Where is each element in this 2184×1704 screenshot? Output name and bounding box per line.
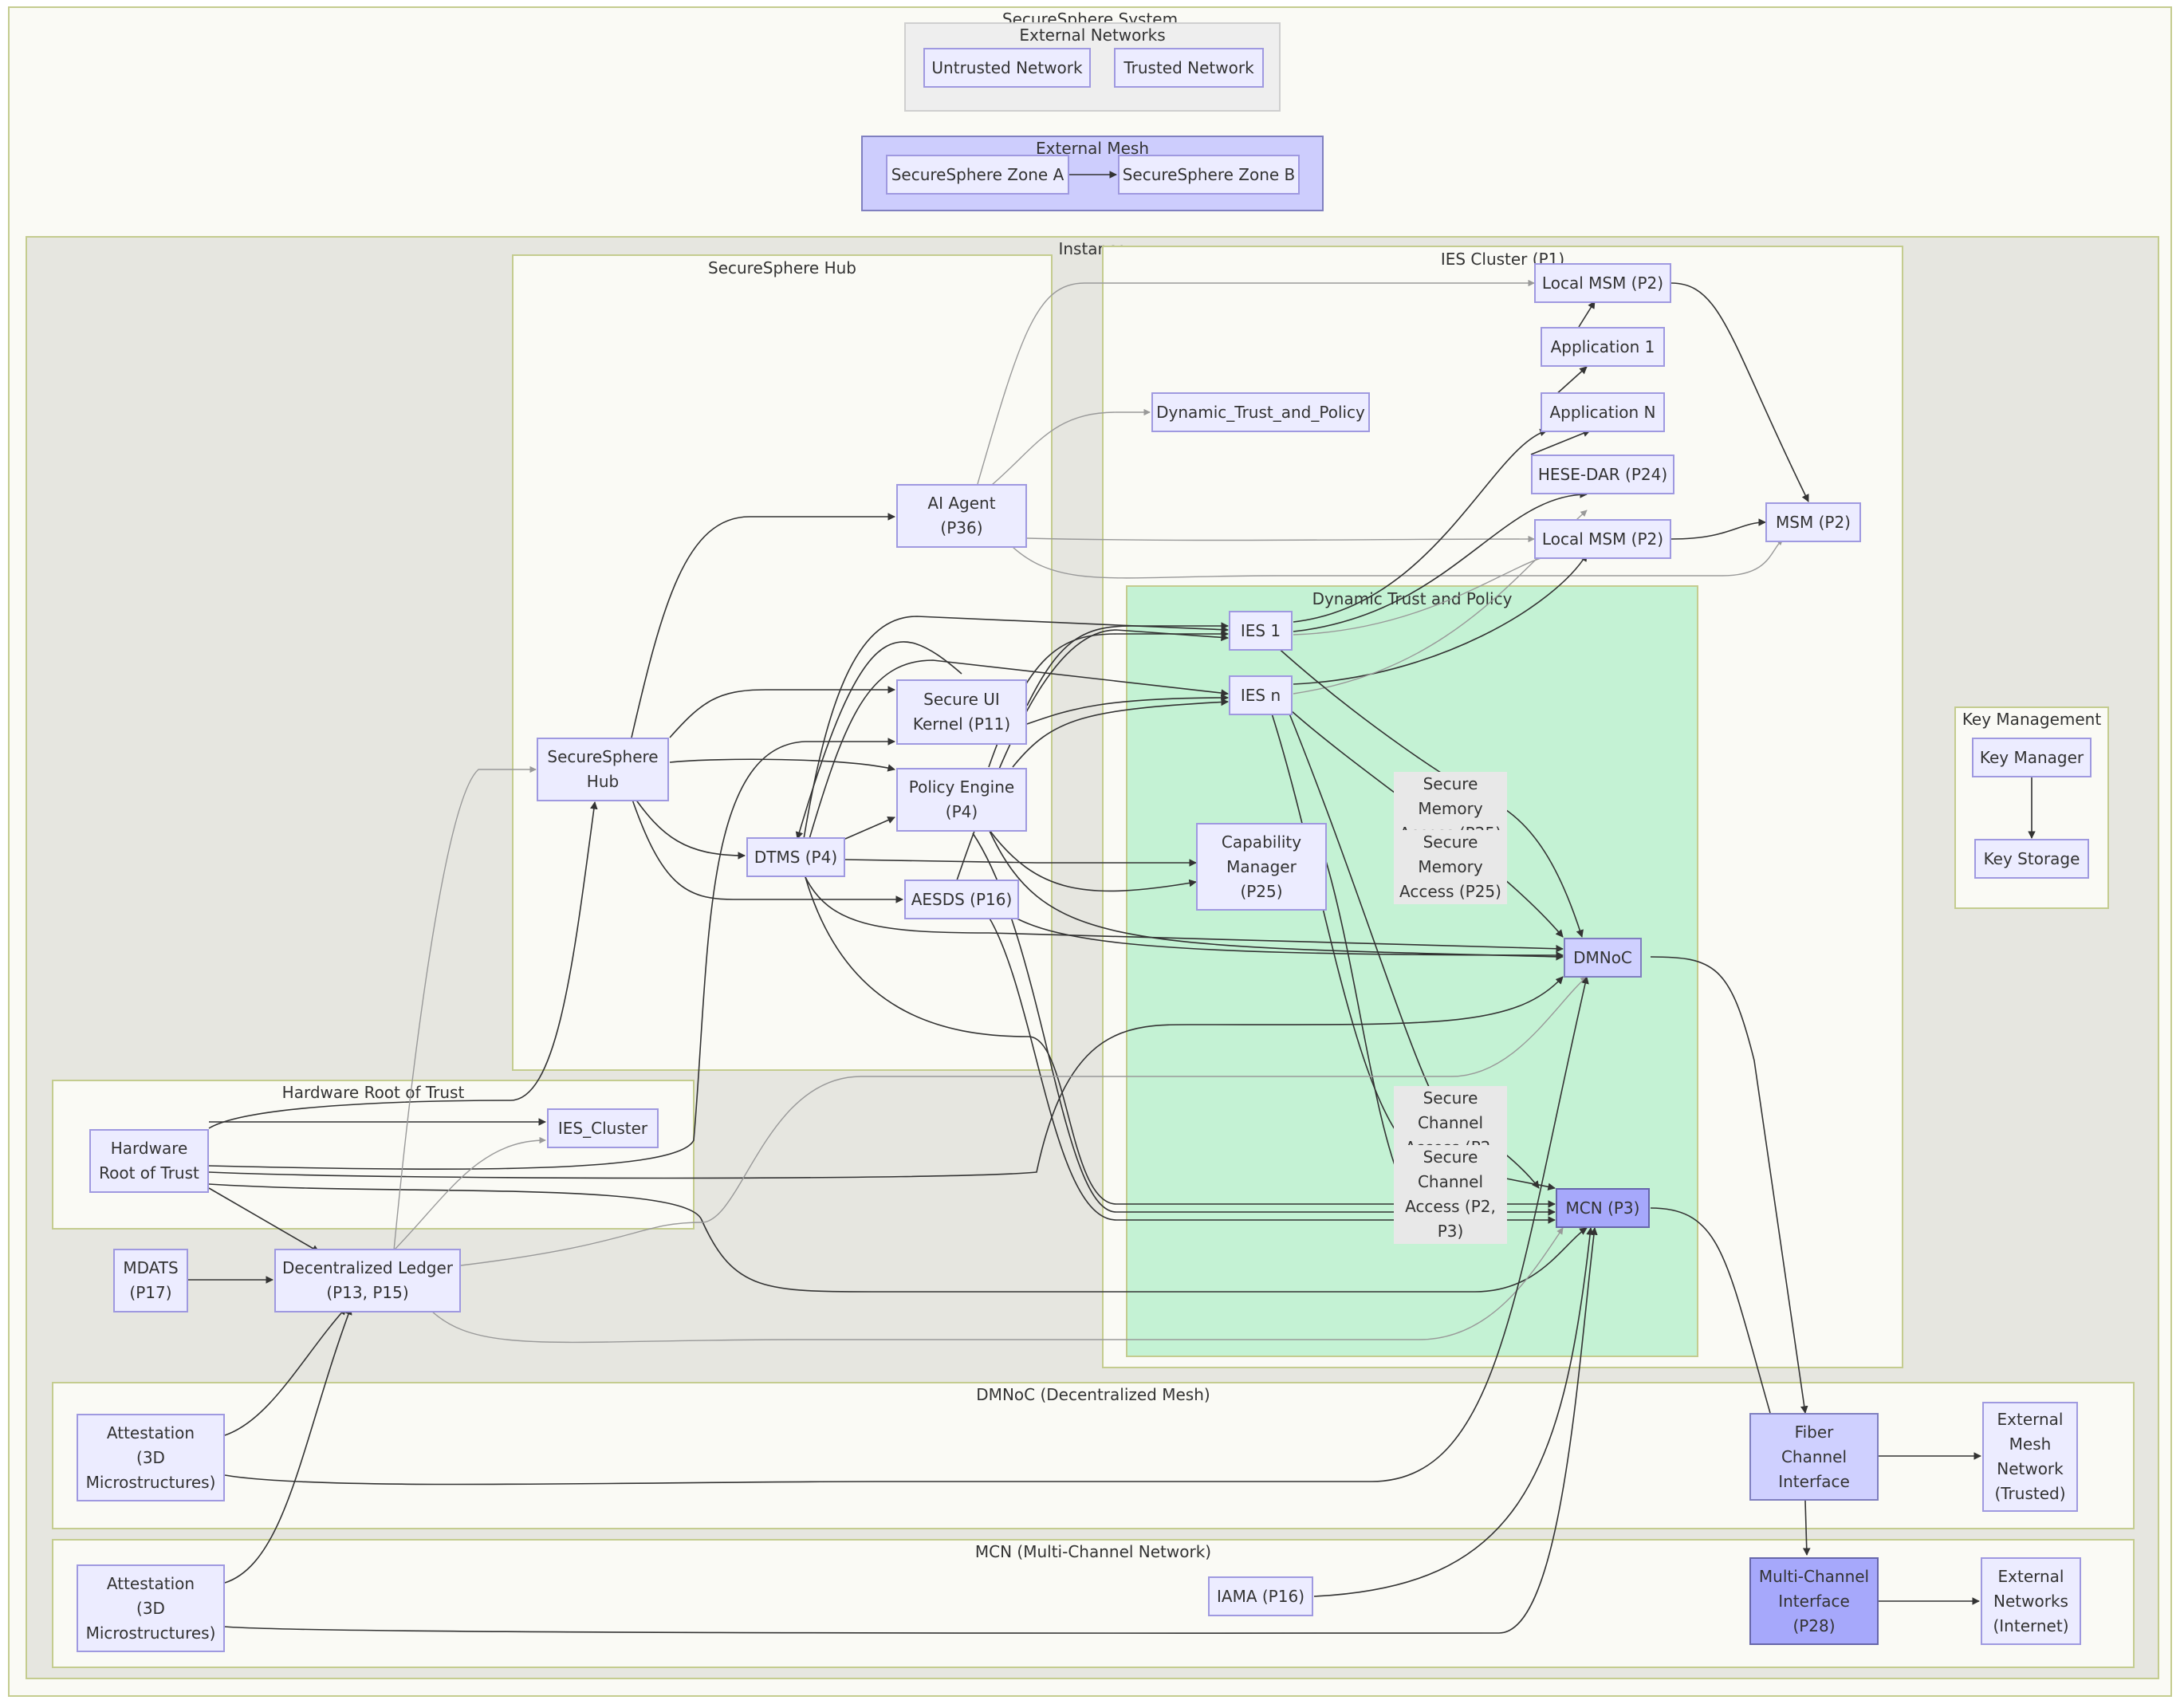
edge-localmsm-top-msm [1670, 282, 1809, 502]
edge-ledger-dmnoc [460, 976, 1588, 1266]
edge-label-secure-channel-2: Secure Channel Access (P2, P3) [1394, 1145, 1507, 1244]
node-hardware-root-of-trust[interactable]: Hardware Root of Trust [89, 1129, 209, 1193]
node-mcn[interactable]: MCN (P3) [1556, 1188, 1650, 1228]
cluster-hub-title: SecureSphere Hub [708, 258, 856, 277]
cluster-key-management-title: Key Management [1962, 710, 2102, 729]
edge-hrot-secureui [208, 738, 895, 1170]
node-application-n[interactable]: Application N [1541, 392, 1665, 432]
edge-hrot-ledger [208, 1187, 320, 1253]
node-securesphere-hub[interactable]: SecureSphere Hub [537, 738, 669, 801]
edge-attest2-mcn [224, 1227, 1598, 1634]
node-decentralized-ledger[interactable]: Decentralized Ledger (P13, P15) [274, 1249, 461, 1312]
cluster-mcn-title: MCN (Multi-Channel Network) [974, 1542, 1212, 1561]
node-dtms[interactable]: DTMS (P4) [746, 837, 845, 877]
node-dmnoc[interactable]: DMNoC [1564, 938, 1642, 978]
node-attestation-mcn[interactable]: Attestation (3D Microstructures) [77, 1564, 225, 1652]
node-untrusted-network[interactable]: Untrusted Network [923, 48, 1091, 88]
edge-label-secure-memory-1: Secure Memory Access (P25) [1394, 772, 1507, 846]
edge-ies1-localmsm [1293, 552, 1556, 636]
edge-policy-capability [988, 828, 1197, 892]
node-ai-agent[interactable]: AI Agent (P36) [896, 484, 1027, 548]
edge-hrot-hub [208, 801, 598, 1129]
edge-mcn-fiber [1650, 1207, 1771, 1414]
edge-app1-localmsm [1578, 301, 1596, 328]
node-attestation-dmnoc[interactable]: Attestation (3D Microstructures) [77, 1414, 225, 1501]
node-application-1[interactable]: Application 1 [1541, 327, 1665, 367]
node-zone-a[interactable]: SecureSphere Zone A [886, 155, 1069, 195]
edge-hub-policy [669, 758, 895, 772]
edge-ledger-mcn [430, 1227, 1564, 1344]
edge-hub-secureui [669, 686, 895, 738]
node-msm[interactable]: MSM (P2) [1765, 502, 1861, 542]
edge-hrot-mcn [208, 1183, 1588, 1293]
edge-attest1-dmnoc [224, 976, 1589, 1486]
edge-hrot-dmnoc [208, 976, 1564, 1179]
node-mdats[interactable]: MDATS (P17) [113, 1249, 188, 1312]
edge-hub-ai [631, 513, 895, 738]
cluster-hardware-root-of-trust-title: Hardware Root of Trust [281, 1083, 465, 1102]
node-external-mesh-network[interactable]: External Mesh Network (Trusted) [1982, 1402, 2078, 1512]
node-ies-n[interactable]: IES n [1229, 675, 1293, 715]
node-multi-channel-interface[interactable]: Multi-Channel Interface (P28) [1749, 1557, 1879, 1645]
edge-dmnoc-fiber [1650, 956, 1808, 1414]
node-dynamic-trust-and-policy[interactable]: Dynamic_Trust_and_Policy [1151, 392, 1370, 432]
node-local-msm-top[interactable]: Local MSM (P2) [1534, 263, 1671, 303]
edge-attest2-ledger [224, 1307, 352, 1584]
edge-attest1-ledger [224, 1307, 347, 1436]
edge-iesn-localmsm [1293, 553, 1588, 685]
edge-dtms-mcn [799, 869, 1556, 1208]
node-aesds[interactable]: AESDS (P16) [904, 880, 1019, 919]
cluster-external-networks-title: External Networks [1019, 26, 1166, 45]
node-external-networks-internet[interactable]: External Networks (Internet) [1981, 1557, 2081, 1645]
edge-policy-iesn [1012, 698, 1229, 768]
node-local-msm-mid[interactable]: Local MSM (P2) [1534, 519, 1671, 559]
edge-ai-msm [1012, 538, 1784, 579]
edge-fiber-multichannel [1802, 1500, 1811, 1556]
node-ies-1[interactable]: IES 1 [1229, 611, 1293, 651]
node-key-manager[interactable]: Key Manager [1972, 738, 2092, 777]
node-capability-manager[interactable]: Capability Manager (P25) [1196, 823, 1327, 911]
edge-secureui-iesn [1026, 694, 1229, 725]
edge-ledger-iescluster [393, 1136, 546, 1251]
edge-dtms-iesn [809, 659, 1229, 840]
edge-secureui-ies1 [1026, 622, 1229, 706]
edge-dtms-ies1 [803, 616, 1229, 840]
node-iama[interactable]: IAMA (P16) [1208, 1576, 1313, 1616]
edge-secureui-dtms [795, 641, 962, 840]
edge-ies1-appn [1293, 428, 1548, 623]
edge-capability-mcn [1323, 852, 1404, 1189]
edge-dtms-capability [844, 859, 1197, 867]
cluster-dmnoc-title: DMNoC (Decentralized Mesh) [976, 1385, 1210, 1404]
edge-policy-dmnoc [988, 828, 1564, 961]
node-key-storage[interactable]: Key Storage [1974, 839, 2089, 879]
node-policy-engine[interactable]: Policy Engine (P4) [896, 768, 1027, 832]
edge-dtms-policy [837, 817, 895, 845]
node-zone-b[interactable]: SecureSphere Zone B [1118, 155, 1300, 195]
node-ies-cluster[interactable]: IES_Cluster [547, 1108, 659, 1148]
edge-ai-localmsm-mid [1026, 535, 1535, 543]
node-fiber-channel-interface[interactable]: Fiber Channel Interface [1749, 1413, 1879, 1501]
edge-hub-dtms [631, 793, 746, 860]
edge-hese-appn [1530, 429, 1591, 455]
edge-aesds-mcn [988, 916, 1556, 1224]
edge-label-secure-memory-2: Secure Memory Access (P25) [1394, 830, 1507, 904]
edge-ai-localmsm-top [977, 279, 1535, 485]
edge-ai-dtp [991, 408, 1151, 486]
edge-localmsm-mid-msm [1670, 518, 1766, 540]
node-secure-ui-kernel[interactable]: Secure UI Kernel (P11) [896, 679, 1027, 745]
edge-hub-aesds [631, 797, 903, 903]
edge-ies1-hese [1293, 490, 1588, 632]
node-trusted-network[interactable]: Trusted Network [1114, 48, 1264, 88]
node-hese-dar[interactable]: HESE-DAR (P24) [1531, 455, 1674, 494]
edge-ledger-hub [393, 765, 537, 1251]
edge-iama-mcn [1313, 1227, 1594, 1597]
